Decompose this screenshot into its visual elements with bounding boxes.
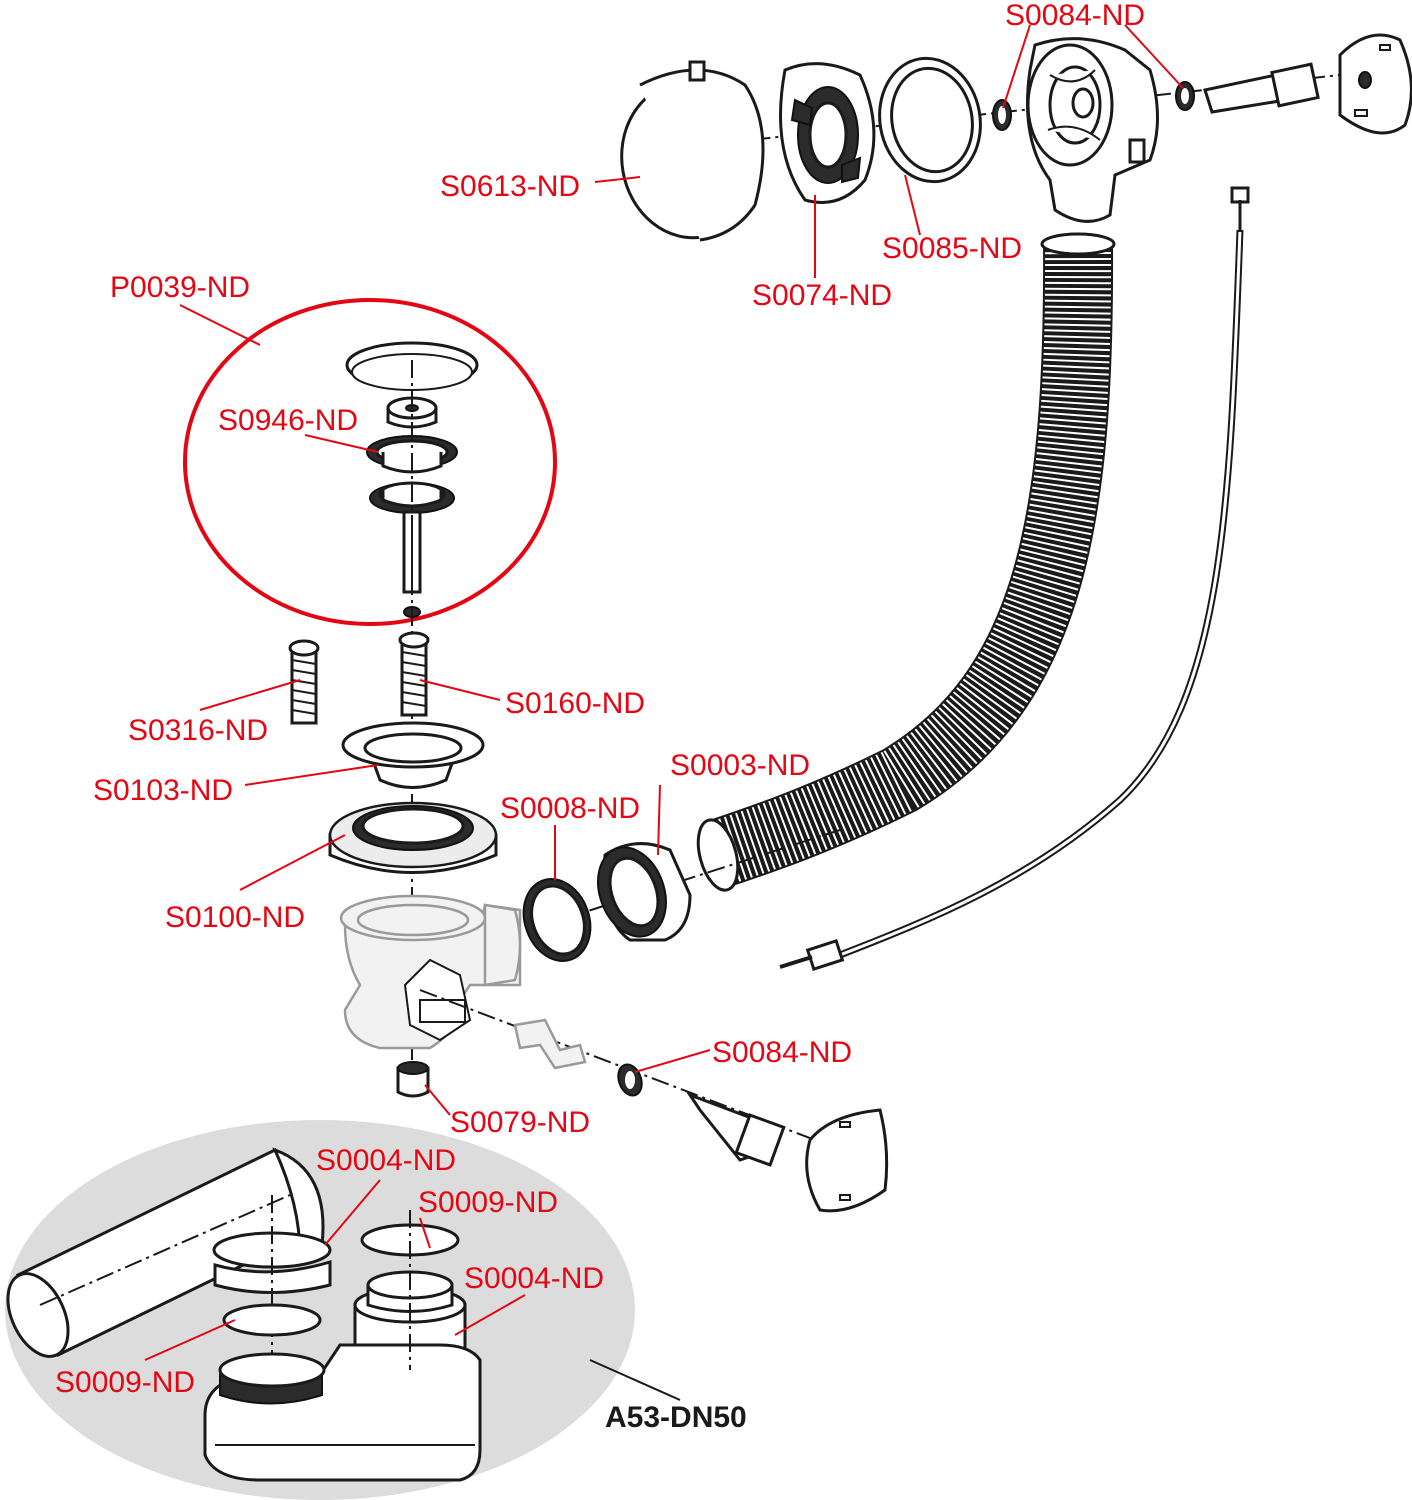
label-s0103: S0103-ND: [93, 774, 233, 807]
gasket-s0100: [328, 801, 498, 874]
label-s0160: S0160-ND: [505, 687, 645, 720]
overflow-body: [1026, 37, 1159, 223]
label-s0004-left: S0004-ND: [316, 1144, 456, 1177]
screw-s0160: [398, 631, 430, 717]
labels: S0084-ND S0613-ND S0085-ND S0074-ND P003…: [55, 0, 1145, 1434]
label-s0613: S0613-ND: [440, 170, 580, 203]
plug-top-nut: [386, 396, 438, 429]
trap-assembly-a53-dn50: [5, 1120, 681, 1500]
drain-body: [339, 894, 816, 1141]
label-s0946: S0946-ND: [218, 404, 358, 437]
label-s0074: S0074-ND: [752, 279, 892, 312]
assembly-leader: [589, 1359, 681, 1401]
label-s0085: S0085-ND: [882, 232, 1022, 265]
label-s0009-left: S0009-ND: [55, 1366, 195, 1399]
bottom-actuator: [686, 1091, 786, 1167]
overflow-grille-s0074: [779, 62, 876, 204]
flexible-hose: [559, 232, 1116, 921]
linkage-clip: [513, 1018, 587, 1070]
leader-lines: [144, 24, 1184, 1361]
label-s0003: S0003-ND: [670, 749, 810, 782]
screw-s0316: [288, 639, 320, 725]
plug-highlight-circle: [183, 298, 557, 626]
nut-s0003: [597, 842, 692, 942]
label-s0079: S0079-ND: [450, 1106, 590, 1139]
trap-body: [203, 1210, 482, 1482]
ring-s0008: [522, 878, 592, 962]
overflow-ring-s0085: [878, 56, 982, 184]
bowden-cable: [779, 186, 1250, 972]
label-p0039: P0039-ND: [110, 271, 250, 304]
label-s0084-bottom: S0084-ND: [712, 1036, 852, 1069]
left-nut: [212, 1195, 332, 1395]
label-s0084-top: S0084-ND: [1005, 0, 1145, 32]
label-s0009-right: S0009-ND: [418, 1186, 558, 1219]
plug-assembly-p0039: [183, 298, 557, 626]
label-s0100: S0100-ND: [165, 901, 305, 934]
label-s0008: S0008-ND: [500, 792, 640, 825]
label-assembly-a53-dn50: A53-DN50: [605, 1401, 747, 1434]
overflow-assembly: [620, 33, 1412, 242]
bottom-handle-plate: [805, 1108, 889, 1213]
nut-s0079: [396, 1061, 430, 1098]
flange-s0103: [341, 721, 485, 789]
overflow-handle-plate: [1338, 33, 1412, 135]
overflow-cover-s0613: [620, 60, 765, 242]
label-s0316: S0316-ND: [128, 714, 268, 747]
drain-mechanism: [403, 958, 472, 1042]
label-s0004-right: S0004-ND: [464, 1262, 604, 1295]
left-ring: [222, 1303, 322, 1337]
overflow-actuator: [1203, 62, 1320, 114]
